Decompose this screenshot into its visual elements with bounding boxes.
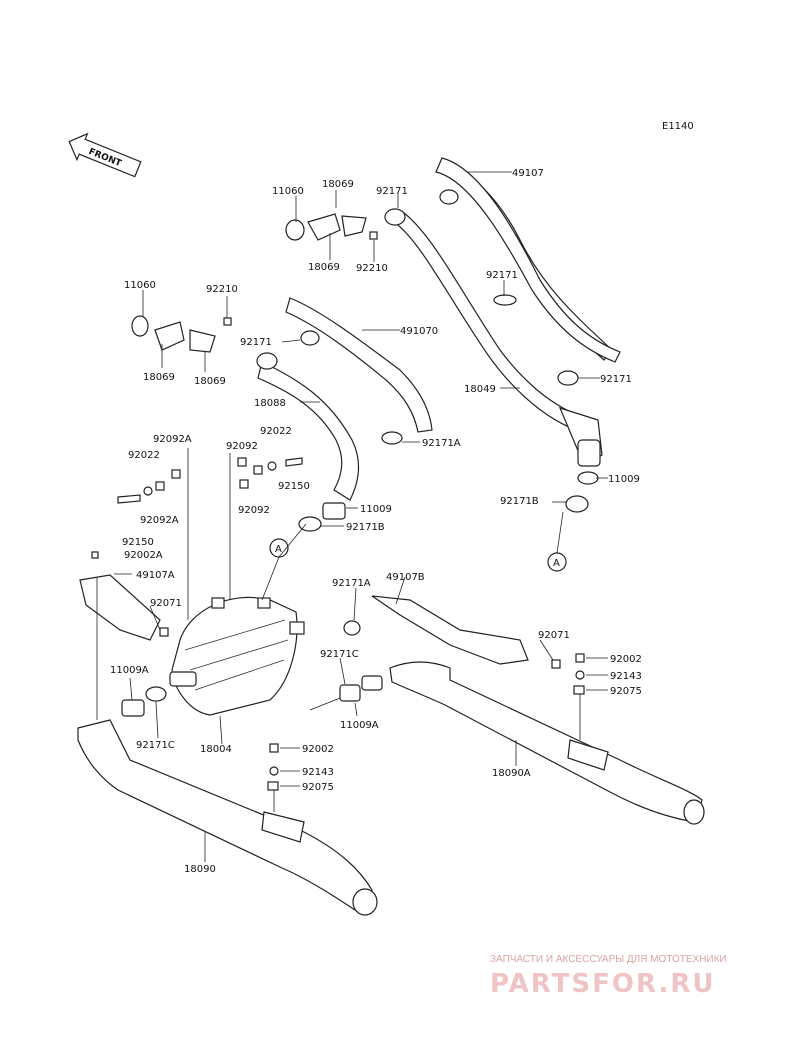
part-label: 92171C <box>320 649 359 660</box>
heat-shield-right <box>371 595 529 665</box>
part-label: 92143 <box>610 671 642 682</box>
part-label: 92171 <box>600 374 632 385</box>
part-label: 92171 <box>486 270 518 281</box>
part-label: 92210 <box>206 284 238 295</box>
clamp-ring <box>565 495 589 513</box>
part-label: 11060 <box>124 280 156 291</box>
pipe-gasket-ring <box>384 208 406 226</box>
part-label: 18090 <box>184 864 216 875</box>
pipe-sleeve <box>121 699 145 717</box>
pipe-sleeve <box>339 684 361 702</box>
part-label: 11009 <box>360 504 392 515</box>
clamp-ring <box>343 620 361 636</box>
clamp-ring <box>557 370 579 386</box>
muffler-mount-fasteners <box>267 653 585 791</box>
part-label: 92075 <box>302 782 334 793</box>
part-label: 92150 <box>278 481 310 492</box>
part-label: 49107 <box>512 168 544 179</box>
muffler-right <box>389 661 705 825</box>
reference-marker-label: A <box>275 544 282 555</box>
part-label: 18004 <box>200 744 232 755</box>
nut-icon <box>159 627 169 637</box>
gasket-ring <box>285 219 305 241</box>
part-label: 18069 <box>322 179 354 190</box>
part-label: 92210 <box>356 263 388 274</box>
part-label: 11060 <box>272 186 304 197</box>
front-header-pipe <box>257 297 433 501</box>
pipe-sleeve <box>322 502 346 520</box>
part-label: 11009A <box>110 665 149 676</box>
part-label: 92171C <box>136 740 175 751</box>
flange-bracket <box>307 213 341 241</box>
rear-header-cover <box>435 157 621 363</box>
clamp-ring <box>381 431 403 445</box>
part-label: 92150 <box>122 537 154 548</box>
part-label: 18049 <box>464 384 496 395</box>
part-label: 92075 <box>610 686 642 697</box>
flange-bracket <box>341 215 367 237</box>
clamp-ring <box>493 294 517 306</box>
pipe-sleeve <box>361 675 383 691</box>
part-label: 92171B <box>500 496 539 507</box>
heat-shield-left <box>79 574 161 641</box>
part-label: 92171A <box>332 578 371 589</box>
nut-icon <box>369 231 378 240</box>
clamp-ring <box>439 189 459 205</box>
part-label: 18069 <box>143 372 175 383</box>
part-label: 92022 <box>128 450 160 461</box>
muffler-body <box>169 596 305 716</box>
part-label: 18088 <box>254 398 286 409</box>
part-label: 491070 <box>400 326 438 337</box>
clamp-ring <box>145 686 167 702</box>
part-label: 92071 <box>150 598 182 609</box>
gasket-ring <box>131 315 149 337</box>
part-label: 92143 <box>302 767 334 778</box>
part-label: 92092A <box>140 515 179 526</box>
part-label: 92002 <box>302 744 334 755</box>
pipe-sleeve <box>577 471 599 485</box>
leader-lines <box>96 171 608 862</box>
clamp-ring <box>256 352 278 370</box>
part-label: 11009A <box>340 720 379 731</box>
part-label: 18069 <box>308 262 340 273</box>
part-label: 92171 <box>240 337 272 348</box>
part-label: 92071 <box>538 630 570 641</box>
part-label: 92171B <box>346 522 385 533</box>
part-label: 92171 <box>376 186 408 197</box>
part-label: 49107B <box>386 572 425 583</box>
flange-bracket <box>189 329 216 353</box>
nut-icon <box>223 317 232 326</box>
part-label: 18090A <box>492 768 531 779</box>
part-label: 92092 <box>226 441 258 452</box>
muffler-fasteners <box>91 457 303 559</box>
watermark-tagline: ЗАПЧАСТИ И АКСЕССУАРЫ ДЛЯ МОТОТЕХНИКИ <box>490 954 727 965</box>
nut-icon <box>551 659 561 669</box>
part-labels: 49107 18069 92171 11060 18069 92210 9217… <box>110 168 642 875</box>
part-label: 49107A <box>136 570 175 581</box>
part-label: 92002 <box>610 654 642 665</box>
clamp-ring <box>300 330 320 346</box>
clamp-ring <box>298 516 322 532</box>
watermark-brand: PARTSFOR.RU <box>490 969 715 999</box>
part-label: 92171A <box>422 438 461 449</box>
part-label: 92022 <box>260 426 292 437</box>
part-label: 92002A <box>124 550 163 561</box>
reference-marker-label: A <box>553 558 560 569</box>
part-label: 92092A <box>153 434 192 445</box>
front-arrow-icon: FRONT <box>68 132 142 178</box>
flange-bracket <box>154 321 185 351</box>
part-label: 11009 <box>608 474 640 485</box>
part-label: 18069 <box>194 376 226 387</box>
diagram-code: E1140 <box>662 121 694 132</box>
part-label: 92092 <box>238 505 270 516</box>
muffler-left <box>77 719 378 916</box>
